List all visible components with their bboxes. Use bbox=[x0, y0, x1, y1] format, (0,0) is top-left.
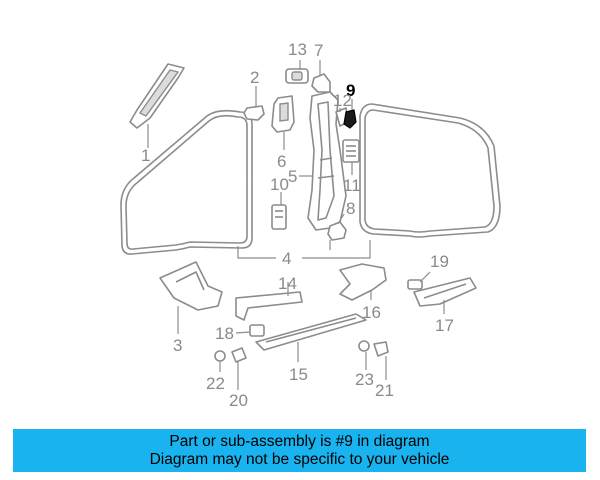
vent-11 bbox=[342, 139, 360, 163]
rear-sill-trim bbox=[339, 263, 387, 301]
banner-line-1: Part or sub-assembly is #9 in diagram bbox=[169, 433, 430, 450]
a-pillar-trim bbox=[129, 63, 185, 129]
callout-12: 12 bbox=[333, 91, 352, 110]
callout-7: 7 bbox=[314, 41, 323, 60]
callout-numbers: 1 2 3 4 5 6 7 8 9 10 11 12 13 14 15 16 1… bbox=[141, 40, 454, 410]
callout-1: 1 bbox=[141, 146, 150, 165]
callout-8: 8 bbox=[346, 199, 355, 218]
leader-lines bbox=[147, 60, 445, 390]
parts-diagram: 1 2 3 4 5 6 7 8 9 10 11 12 13 14 15 16 1… bbox=[120, 40, 501, 410]
callout-23: 23 bbox=[355, 370, 374, 389]
upper-b-pillar-trim bbox=[271, 95, 295, 133]
callout-21: 21 bbox=[375, 381, 394, 400]
vent-10 bbox=[271, 204, 287, 230]
clip-19 bbox=[407, 279, 423, 290]
callout-9: 9 bbox=[346, 81, 355, 100]
fasteners-20-22 bbox=[214, 347, 247, 363]
front-door-seal bbox=[120, 109, 253, 255]
clip-18 bbox=[249, 324, 265, 337]
front-sill-trim bbox=[235, 291, 303, 321]
front-scuff-plate bbox=[255, 313, 367, 351]
callout-4: 4 bbox=[282, 249, 291, 268]
banner-line-2: Diagram may not be specific to your vehi… bbox=[149, 451, 450, 468]
callout-20: 20 bbox=[229, 391, 248, 410]
callout-22: 22 bbox=[206, 374, 225, 393]
callout-13: 13 bbox=[288, 40, 307, 59]
info-banner: Part or sub-assembly is #9 in diagram Di… bbox=[13, 429, 586, 472]
callout-10: 10 bbox=[270, 175, 289, 194]
callout-18: 18 bbox=[215, 324, 234, 343]
clip-8 bbox=[327, 221, 347, 241]
callout-15: 15 bbox=[289, 365, 308, 384]
callout-19: 19 bbox=[430, 252, 449, 271]
fasteners-21-23 bbox=[358, 340, 389, 357]
callout-11: 11 bbox=[343, 176, 361, 195]
callout-17: 17 bbox=[435, 316, 454, 335]
callout-16: 16 bbox=[362, 303, 381, 322]
kick-panel-3 bbox=[159, 261, 223, 311]
highlighted-part-9[interactable] bbox=[343, 109, 357, 129]
rear-scuff-plate bbox=[413, 277, 477, 307]
callout-14: 14 bbox=[278, 274, 297, 293]
callout-5: 5 bbox=[288, 167, 297, 186]
clip-2 bbox=[243, 105, 265, 121]
bracket-13 bbox=[285, 68, 309, 84]
rear-door-seal bbox=[359, 103, 501, 238]
clip-7 bbox=[311, 73, 331, 93]
callout-6: 6 bbox=[277, 152, 286, 171]
callout-2: 2 bbox=[250, 68, 259, 87]
callout-3: 3 bbox=[173, 336, 182, 355]
